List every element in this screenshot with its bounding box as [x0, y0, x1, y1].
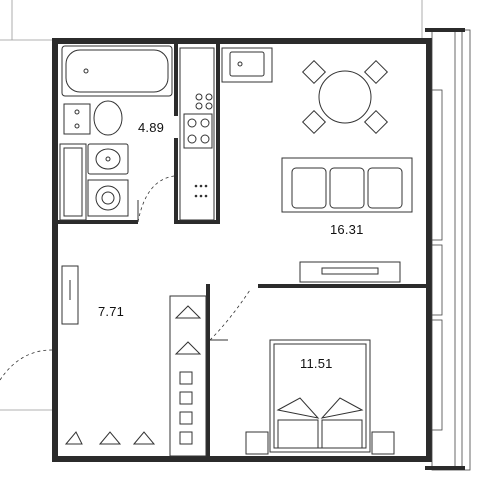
window-strip-top	[425, 28, 465, 470]
exterior-walls	[52, 38, 432, 462]
coat-hook	[61, 265, 79, 325]
washing-machine	[87, 179, 129, 217]
area-label-hallway: 7.71	[98, 304, 125, 319]
window-strip	[431, 29, 471, 471]
bed-icon	[269, 339, 371, 453]
outer-frame	[0, 0, 423, 411]
door-swings	[0, 175, 251, 381]
tv-unit	[299, 261, 401, 283]
interior-walls	[58, 44, 426, 460]
area-label-living-kitchen: 16.31	[330, 222, 364, 237]
bathtub	[61, 45, 173, 97]
stove-icon	[183, 93, 213, 149]
nightstand-left	[245, 431, 269, 455]
bathroom-cabinet	[59, 143, 87, 221]
hanger-icons	[64, 431, 156, 445]
washbasin	[87, 143, 129, 175]
door-leaves	[137, 200, 228, 341]
dining-table-icon	[301, 59, 389, 135]
nightstand-right	[371, 431, 395, 455]
area-label-bedroom: 11.51	[300, 356, 333, 371]
kitchen-panel	[194, 184, 208, 198]
area-label-bathroom: 4.89	[138, 120, 165, 135]
wardrobe	[169, 295, 207, 457]
sofa-icon	[281, 157, 413, 213]
toilet	[63, 100, 123, 136]
